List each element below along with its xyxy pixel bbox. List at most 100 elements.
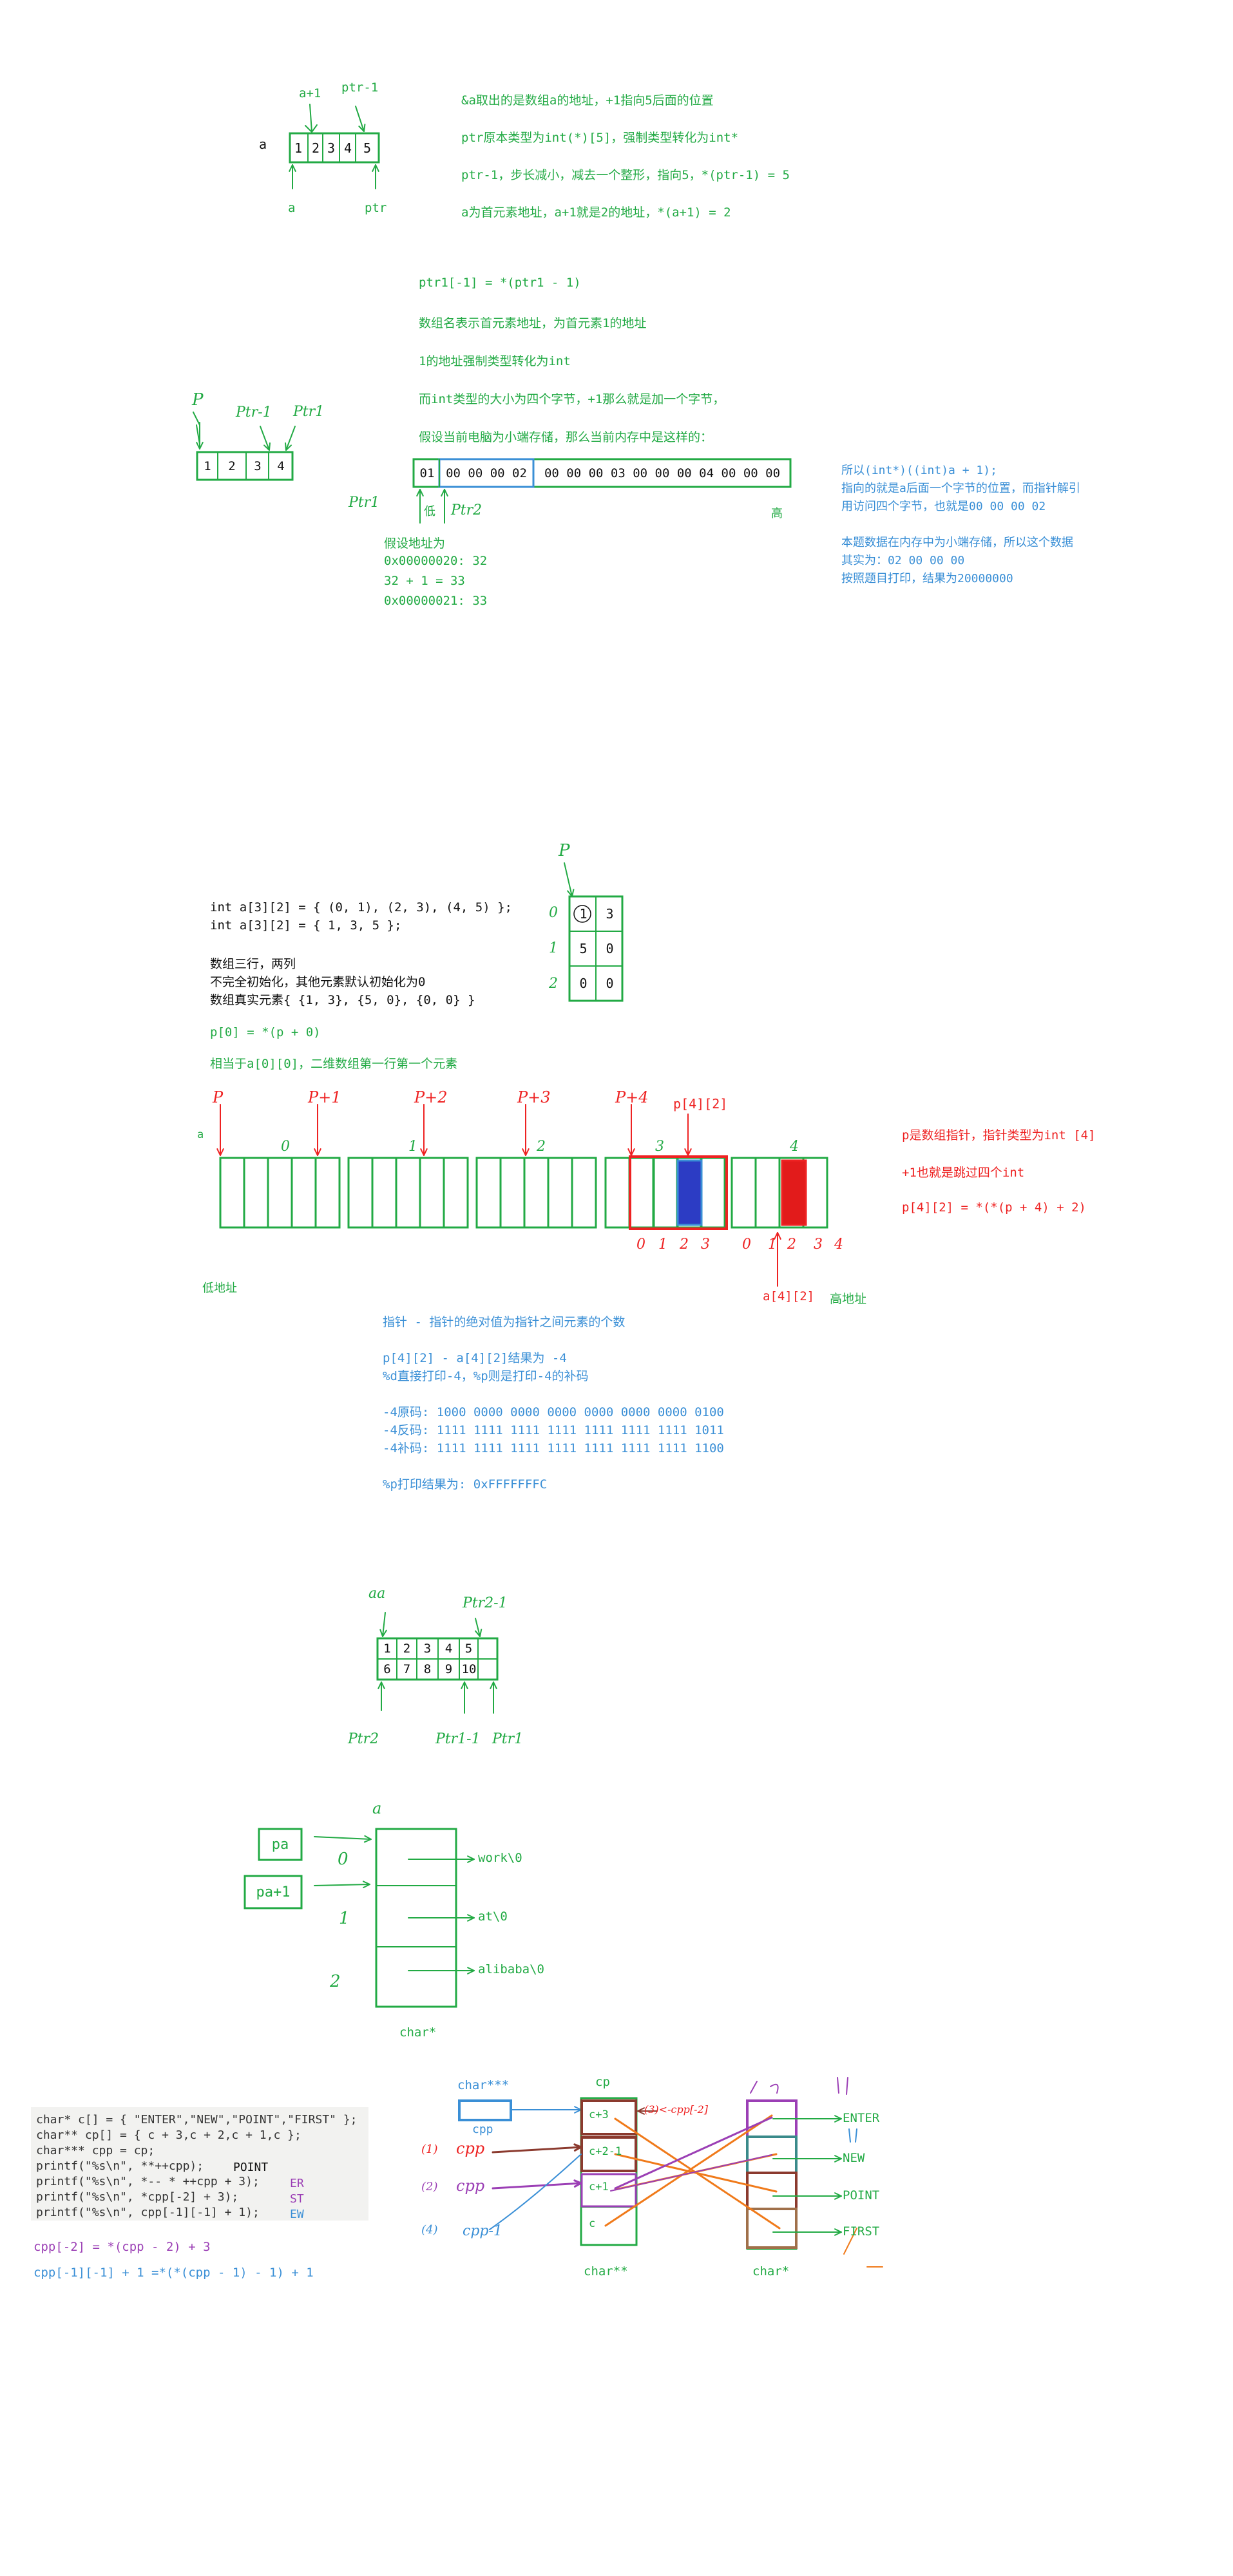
code-line: char* c[] = { "ENTER","NEW","POINT","FIR…	[36, 2113, 358, 2126]
memory-cell	[443, 1157, 469, 1229]
grid-element: 0	[606, 941, 614, 956]
equation: cpp[-1][-1] + 1 =*(*(cpp - 1) - 1) + 1	[33, 2266, 314, 2280]
array-element: 2	[403, 1642, 411, 1656]
memory-cell	[314, 1157, 341, 1229]
arrow-head	[834, 2228, 842, 2236]
explanation-line: 数组名表示首元素地址，为首元素1的地址	[419, 316, 647, 330]
pointer-label: P+4	[615, 1088, 649, 1106]
array-element: 8	[423, 1662, 432, 1676]
pa-box	[258, 1828, 303, 1861]
arrow-head	[467, 1967, 475, 1975]
output-value: ST	[290, 2192, 304, 2206]
arrow	[489, 2154, 582, 2230]
string-value: at\0	[478, 1909, 508, 1924]
string-value: alibaba\0	[478, 1962, 544, 1976]
array-element: 4	[444, 1642, 453, 1656]
array-element: 1	[294, 140, 303, 156]
code-line: printf("%s\n", cpp[-1][-1] + 1);	[36, 2206, 260, 2219]
sub-index: 0	[636, 1236, 645, 1253]
pointer-label: P+2	[414, 1088, 448, 1106]
sub-index: 2	[680, 1236, 689, 1253]
address-line: 0x00000021: 33	[384, 594, 488, 608]
pa-label: pa	[271, 1836, 289, 1853]
code-line: 数组真实元素{ {1, 3}, {5, 0}, {0, 0} }	[210, 993, 475, 1007]
array-element: 3	[327, 140, 336, 156]
pointer-label: cpp	[456, 2177, 485, 2195]
explanation-line: ptr-1，步长减小，减去一个整形，指向5，*(ptr-1) = 5	[461, 168, 790, 182]
array-element: 1	[204, 459, 211, 473]
arrow-head	[467, 1855, 475, 1863]
array-element: 2	[228, 459, 236, 473]
arrow-head	[372, 164, 379, 172]
grid-element: 3	[606, 906, 614, 922]
code-line: 不完全初始化，其他元素默认初始化为0	[210, 975, 426, 989]
memory-cell	[347, 1157, 374, 1229]
pointer-label: aa	[368, 1586, 386, 1602]
array-element: 4	[343, 140, 352, 156]
pointer-label: Ptr1-1	[435, 1731, 481, 1747]
arrow	[475, 1618, 481, 1637]
address-line: 0x00000020: 32	[384, 554, 488, 568]
arrow-head	[416, 489, 424, 497]
pointer-label: P	[559, 841, 570, 860]
cp-cell-value: c+3	[589, 2108, 609, 2121]
arrow-head	[420, 1148, 428, 1156]
row-index: 0	[549, 905, 558, 921]
pointer-label: a+1	[299, 86, 321, 100]
memory-cell	[475, 1157, 502, 1229]
memory-cell	[523, 1157, 550, 1229]
arrow-head	[522, 1148, 530, 1156]
arrow-head	[379, 1629, 387, 1637]
array-label: a	[197, 1128, 204, 1141]
type-caption: char**	[584, 2264, 628, 2278]
pa1-box	[244, 1875, 303, 1909]
step-label: (1)	[421, 2143, 438, 2156]
type-caption: char*	[752, 2264, 790, 2278]
memory-cell	[219, 1157, 245, 1229]
explanation-line: 而int类型的大小为四个字节，+1那么就是加一个字节，	[419, 392, 725, 406]
label-low: 低	[424, 505, 435, 518]
array-target-cell	[781, 1159, 807, 1226]
arrow-head	[263, 442, 271, 451]
memory-cell	[547, 1157, 573, 1229]
explanation-line: a为首元素地址，a+1就是2的地址，*(a+1) = 2	[461, 205, 731, 220]
explanation-line: %p打印结果为: 0xFFFFFFFC	[383, 1477, 548, 1492]
p4-row-highlight	[629, 1155, 728, 1230]
code-line: int a[3][2] = { (0, 1), (2, 3), (4, 5) }…	[210, 900, 512, 914]
explanation-line: p[4][2] - a[4][2]结果为 -4	[383, 1351, 567, 1365]
cp-cell-value: c+2-1	[589, 2145, 622, 2158]
memory-bytes: 00 00 00 03 00 00 00 04 00 00 00	[544, 466, 781, 480]
explanation-line: &a取出的是数组a的地址，+1指向5后面的位置	[461, 93, 714, 108]
arrow-head	[461, 1681, 468, 1689]
memory-strip	[412, 458, 792, 488]
array-element: 7	[403, 1662, 411, 1676]
arrow	[260, 426, 270, 451]
conclusion-line: 指向的就是a后面一个字节的位置，而指针解引	[841, 482, 1080, 495]
link	[614, 2116, 773, 2190]
code-line: 数组三行，两列	[210, 957, 296, 971]
arrow-head	[362, 1880, 370, 1889]
code-line: char** cp[] = { c + 3,c + 2,c + 1,c };	[36, 2128, 301, 2142]
pointer-label: P	[192, 390, 204, 410]
explanation-line: ptr1[-1] = *(ptr1 - 1)	[419, 276, 581, 290]
memory-cell	[267, 1157, 293, 1229]
pointer-target-cell	[676, 1159, 703, 1226]
array-element: 3	[423, 1642, 432, 1656]
array-box	[289, 132, 380, 164]
sub-index: 3	[701, 1236, 710, 1253]
arrow-head	[285, 442, 292, 451]
type-label: char***	[457, 2078, 510, 2092]
stroke	[843, 2228, 883, 2268]
memory-cell	[802, 1157, 828, 1229]
grid-element: 0	[579, 976, 588, 991]
code-line: char*** cpp = cp;	[36, 2144, 155, 2157]
conclusion-line: 用访问四个字节，也就是00 00 00 02	[841, 500, 1046, 513]
link	[610, 2154, 772, 2192]
array-name: a	[259, 137, 267, 152]
arrow-head	[573, 2179, 582, 2188]
pointer-label: Ptr1	[492, 1731, 524, 1747]
array-name: a	[372, 1799, 382, 1817]
sub-index: 3	[814, 1236, 823, 1253]
arrow-head	[834, 2192, 842, 2200]
memory-cell	[571, 1157, 597, 1229]
